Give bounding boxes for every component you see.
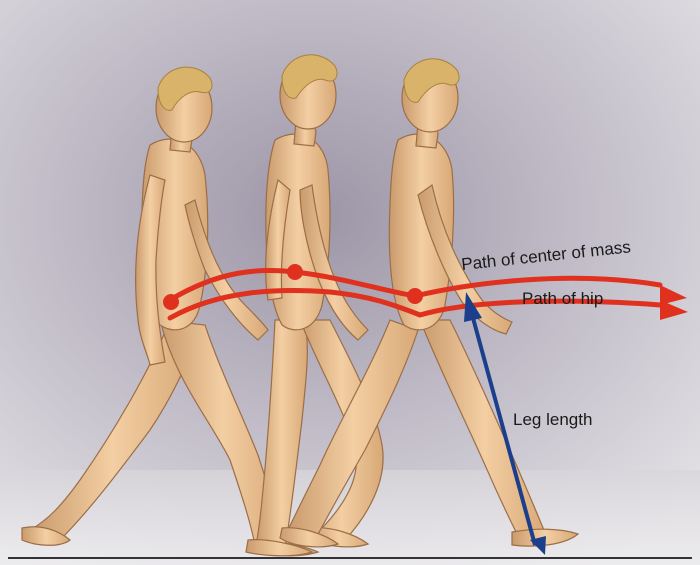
hip-marker-middle — [287, 264, 303, 280]
hip-marker-front — [407, 288, 423, 304]
leg-length-label: Leg length — [513, 410, 592, 429]
hip-path-label: Path of hip — [522, 289, 603, 308]
hip-marker-back — [163, 294, 179, 310]
